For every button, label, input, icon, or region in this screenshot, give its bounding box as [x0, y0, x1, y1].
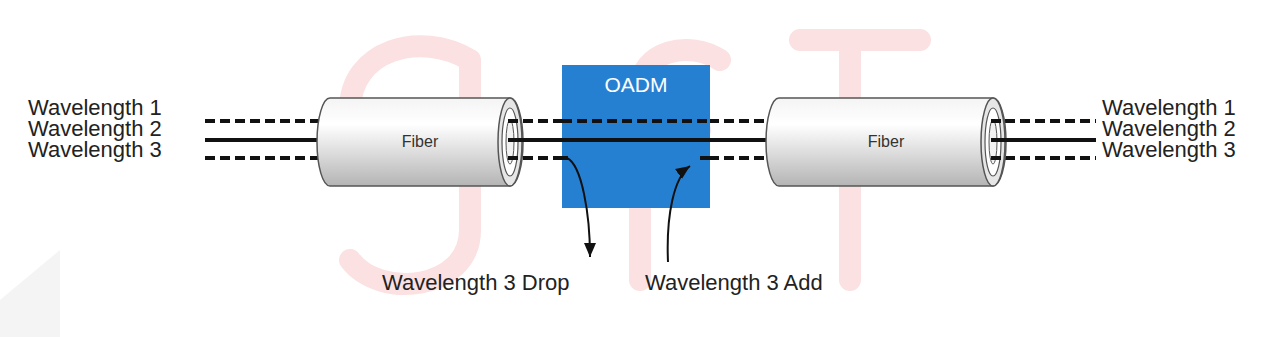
- wavelength-label: Wavelength 2: [28, 118, 162, 140]
- wavelength-label: Wavelength 3 Drop: [382, 272, 570, 294]
- wavelength-line: [523, 119, 563, 123]
- fiber-link: [523, 121, 563, 158]
- wavelength-line: [1005, 138, 1096, 142]
- fiber-cylinder: Fiber: [316, 96, 524, 188]
- wavelength-line: [1005, 119, 1096, 123]
- wavelength-stubs-left: [205, 121, 320, 158]
- wavelength-line: [205, 138, 320, 142]
- device-label: OADM: [605, 73, 668, 97]
- wavelength-line: [1005, 156, 1096, 160]
- wavelength-label: Wavelength 1: [28, 97, 162, 119]
- wavelength-label: Wavelength 2: [1102, 118, 1236, 140]
- wavelength-stubs-right: [1005, 121, 1096, 158]
- wavelength-line: [523, 156, 563, 160]
- fiber-label: Fiber: [868, 133, 904, 151]
- wavelength-label: Wavelength 3 Add: [645, 272, 823, 294]
- wavelength-line: [523, 138, 563, 142]
- wavelength-line: [709, 156, 766, 160]
- wavelength-line: [205, 119, 320, 123]
- oadm-box: OADM: [562, 65, 710, 208]
- wavelength-label: Wavelength 3: [28, 139, 162, 161]
- wavelength-line: [205, 156, 320, 160]
- wavelength-label: Wavelength 3: [1102, 139, 1236, 161]
- wavelength-line: [709, 119, 766, 123]
- fiber-cylinder: Fiber: [765, 96, 1007, 188]
- background-shade: [0, 250, 60, 337]
- fiber-label: Fiber: [402, 133, 438, 151]
- wavelength-line: [709, 138, 766, 142]
- fiber-link: [709, 121, 766, 158]
- wavelength-label: Wavelength 1: [1102, 97, 1236, 119]
